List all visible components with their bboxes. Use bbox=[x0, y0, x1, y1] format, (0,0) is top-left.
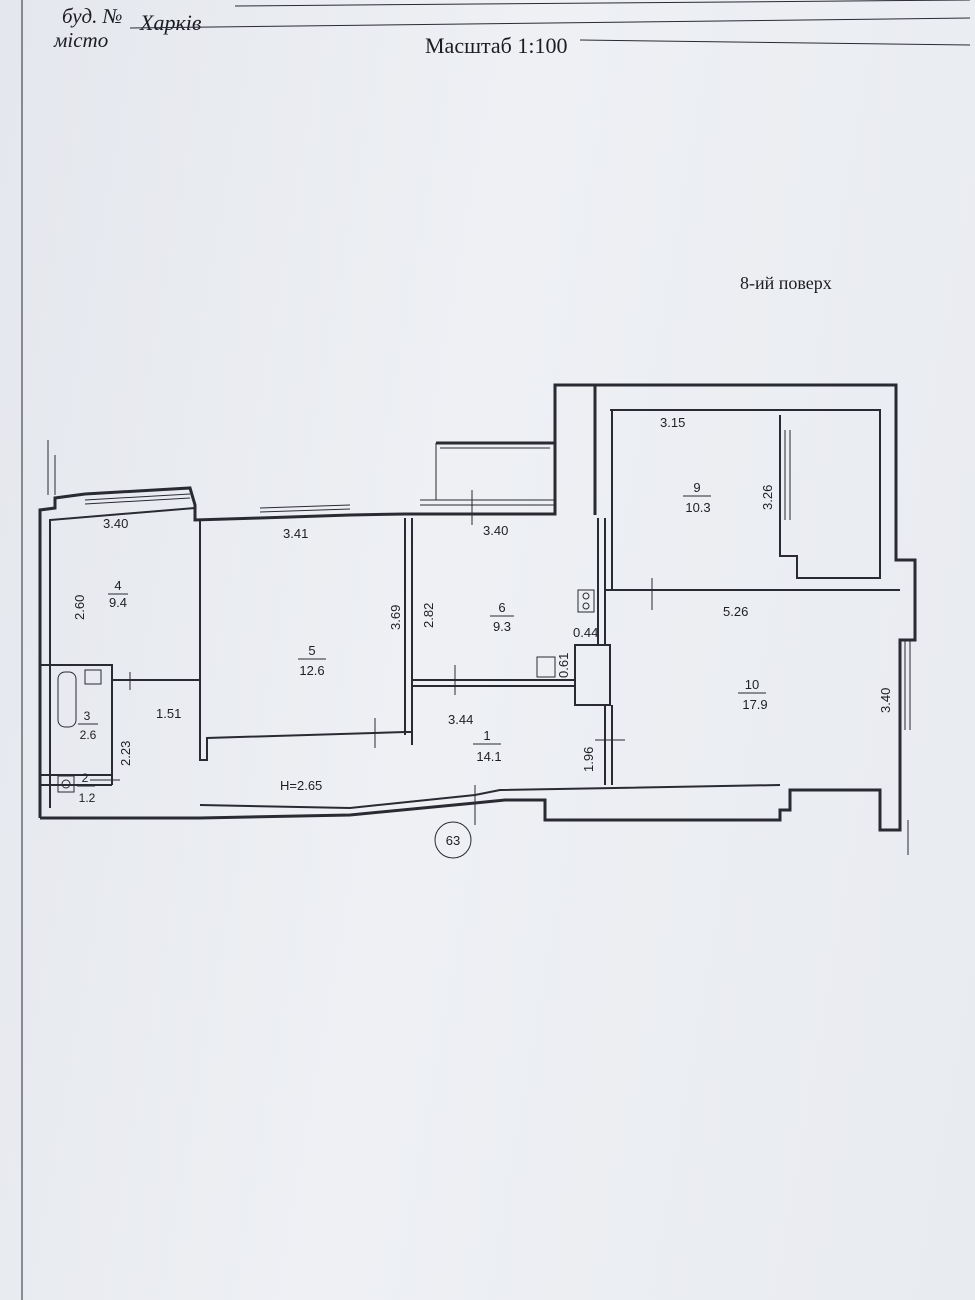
room-2-label: 2 1.2 bbox=[77, 771, 96, 805]
loggia bbox=[435, 443, 550, 500]
room-number: 1 bbox=[483, 728, 490, 743]
room-area: 9.4 bbox=[109, 595, 127, 610]
room-9-label: 9 10.3 bbox=[683, 480, 711, 515]
room-10-label: 10 17.9 bbox=[738, 677, 768, 712]
dim-hall-width: 1.96 bbox=[581, 747, 596, 772]
inner-outline bbox=[49, 409, 900, 810]
room-3-label: 3 2.6 bbox=[78, 709, 98, 742]
window-bands bbox=[84, 430, 911, 730]
dim-bath-width: 1.51 bbox=[156, 706, 181, 721]
room-4-label: 4 9.4 bbox=[108, 578, 128, 610]
dim-room6-depth: 2.82 bbox=[421, 603, 436, 628]
room-number: 4 bbox=[114, 578, 121, 593]
room-1-label: 1 14.1 bbox=[473, 728, 502, 764]
dim-nook-depth: 0.61 bbox=[556, 653, 571, 678]
dim-bath-depth: 2.23 bbox=[118, 741, 133, 766]
room-area: 14.1 bbox=[476, 749, 501, 764]
dim-room5-width: 3.41 bbox=[283, 526, 308, 541]
stove-icon bbox=[577, 589, 595, 613]
toilet-bowl-icon bbox=[61, 779, 71, 789]
room-area: 9.3 bbox=[493, 619, 511, 634]
dim-nook-width: 0.44 bbox=[573, 625, 598, 640]
apartment-number-circle bbox=[434, 821, 472, 859]
bathtub-icon bbox=[57, 671, 77, 728]
room-area: 1.2 bbox=[79, 791, 96, 805]
dim-corridor-length: 3.44 bbox=[448, 712, 473, 727]
room-number: 9 bbox=[693, 480, 700, 495]
apartment-number: 63 bbox=[446, 833, 460, 848]
header-rule-right bbox=[579, 39, 971, 46]
room-number: 10 bbox=[745, 677, 759, 692]
scale-label: Масштаб 1:100 bbox=[425, 33, 568, 58]
room-number: 6 bbox=[498, 600, 505, 615]
interior-walls bbox=[40, 410, 613, 786]
dim-room10-width: 5.26 bbox=[723, 604, 748, 619]
outer-wall bbox=[38, 383, 917, 832]
room-area: 10.3 bbox=[685, 500, 710, 515]
dim-room5-depth: 3.69 bbox=[388, 605, 403, 630]
dim-room4-width: 3.40 bbox=[103, 516, 128, 531]
dim-room6-width: 3.40 bbox=[483, 523, 508, 538]
header-rule-building bbox=[234, 0, 971, 7]
room-number: 5 bbox=[308, 643, 315, 658]
room-5-label: 5 12.6 bbox=[298, 643, 326, 678]
room-number: 2 bbox=[82, 771, 89, 785]
toilet-icon bbox=[57, 775, 75, 793]
city-value: Харків bbox=[140, 10, 202, 35]
room-area: 17.9 bbox=[742, 697, 767, 712]
sink-kitchen-icon bbox=[536, 656, 556, 678]
dim-room9-depth: 3.26 bbox=[760, 485, 775, 510]
floor-label: 8-ий поверх bbox=[740, 273, 832, 293]
room-area: 12.6 bbox=[299, 663, 324, 678]
header-rule-city bbox=[129, 17, 971, 29]
room-number: 3 bbox=[84, 709, 91, 723]
dim-room10-depth: 3.40 bbox=[878, 688, 893, 713]
dim-room4-depth: 2.60 bbox=[72, 595, 87, 620]
dim-room9-width: 3.15 bbox=[660, 415, 685, 430]
sink-icon bbox=[84, 669, 102, 685]
room-area: 2.6 bbox=[80, 728, 97, 742]
building-label: буд. № bbox=[62, 4, 123, 28]
city-label: місто bbox=[54, 28, 109, 52]
door-ticks bbox=[47, 440, 909, 855]
room-6-label: 6 9.3 bbox=[490, 600, 514, 634]
ceiling-height: H=2.65 bbox=[280, 778, 322, 793]
